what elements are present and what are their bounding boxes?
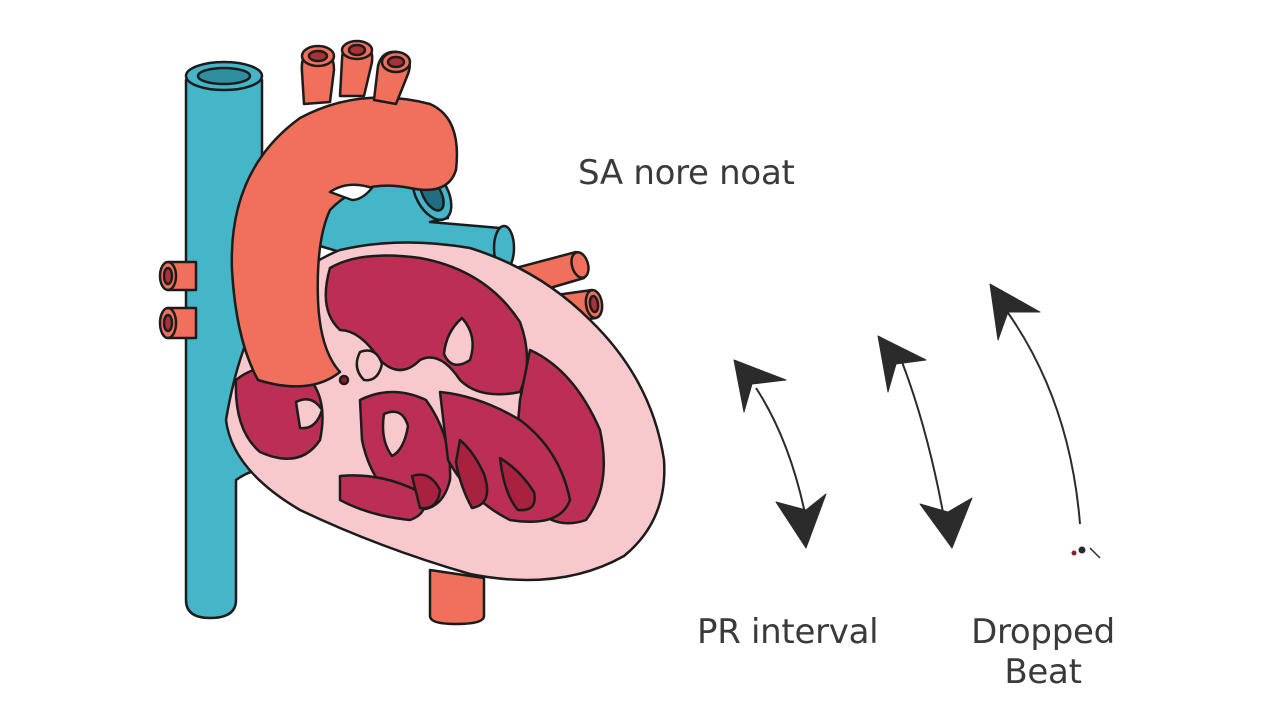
- double-arrow-2: [901, 361, 945, 519]
- arrowhead-down-1: [775, 493, 827, 549]
- dropped-beat-label: Dropped Beat: [963, 612, 1123, 692]
- dropped-beat-line1: Dropped: [971, 612, 1115, 652]
- arrowhead-up-2: [877, 335, 927, 393]
- arrowhead-down-2: [919, 497, 973, 549]
- descending-aorta: [428, 568, 486, 626]
- arrowhead-up-1: [733, 359, 787, 413]
- pr-interval-label: PR interval: [697, 612, 879, 652]
- left-pulmonary-veins: [158, 260, 198, 340]
- dropped-beat-mark: [1078, 546, 1086, 554]
- aorta: [230, 39, 459, 388]
- pr-interval-arrows: [755, 309, 1081, 525]
- heart-chambers: [234, 254, 606, 525]
- curved-arrow-3: [1005, 309, 1081, 525]
- double-arrow-1: [755, 387, 807, 519]
- dropped-beat-line2: Beat: [1004, 652, 1082, 692]
- arrowhead-up-3: [989, 283, 1041, 341]
- sa-node-label: SA nore noat: [578, 153, 795, 193]
